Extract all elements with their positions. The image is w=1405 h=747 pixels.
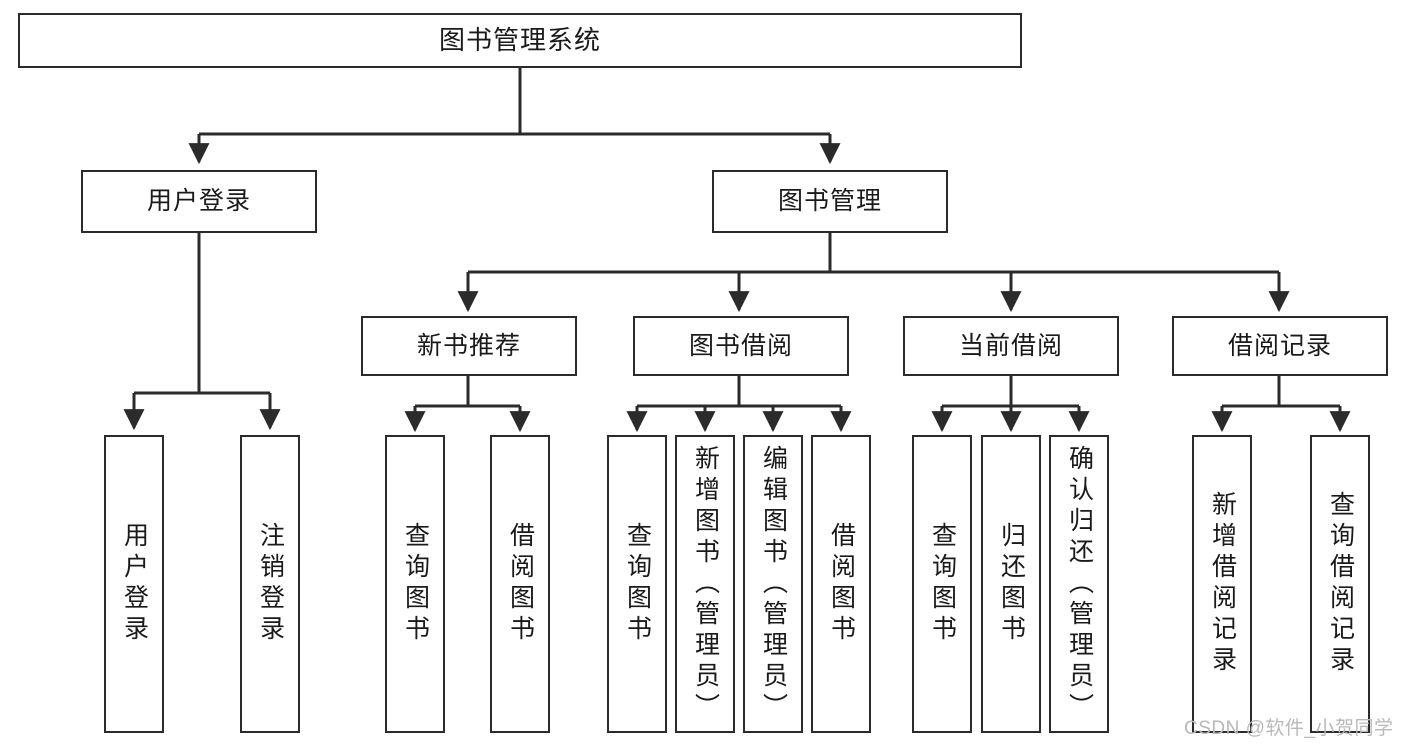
- leaf-edit-book-admin[interactable]: 编辑图书（管理员）: [743, 435, 803, 733]
- node-label: 新书推荐: [416, 331, 521, 360]
- leaf-user-login[interactable]: 用户登录: [104, 435, 164, 733]
- leaf-confirm-return-admin[interactable]: 确认归还（管理员）: [1049, 435, 1109, 733]
- node-label: 当前借阅: [958, 331, 1063, 360]
- leaf-query-borrow-record[interactable]: 查询借阅记录: [1310, 435, 1370, 733]
- node-label: 用户登录: [146, 187, 251, 216]
- leaf-borrow-book-borrow[interactable]: 借阅图书: [811, 435, 871, 733]
- node-label: 注销登录: [256, 522, 285, 646]
- node-label: 借阅记录: [1227, 331, 1332, 360]
- leaf-add-book-admin[interactable]: 新增图书（管理员）: [675, 435, 735, 733]
- leaf-return-book[interactable]: 归还图书: [981, 435, 1041, 733]
- csdn-watermark: CSDN @软件_小贺同学: [1184, 718, 1394, 739]
- node-book-manage[interactable]: 图书管理: [712, 170, 948, 233]
- node-root-system[interactable]: 图书管理系统: [18, 13, 1022, 68]
- node-label: 图书借阅: [688, 331, 793, 360]
- node-label: 新增借阅记录: [1208, 491, 1237, 677]
- node-label: 查询图书: [623, 522, 652, 646]
- node-current-borrow[interactable]: 当前借阅: [903, 316, 1119, 376]
- node-label: 查询图书: [928, 522, 957, 646]
- node-label: 归还图书: [997, 522, 1026, 646]
- node-label: 图书管理系统: [438, 24, 601, 55]
- node-borrow-record[interactable]: 借阅记录: [1172, 316, 1388, 376]
- leaf-query-book-current[interactable]: 查询图书: [912, 435, 972, 733]
- node-label: 借阅图书: [827, 522, 856, 646]
- node-label: 编辑图书（管理员）: [759, 445, 788, 724]
- leaf-query-book-borrow[interactable]: 查询图书: [607, 435, 667, 733]
- node-new-book-recommend[interactable]: 新书推荐: [361, 316, 577, 376]
- node-label: 新增图书（管理员）: [691, 445, 720, 724]
- leaf-borrow-book-new[interactable]: 借阅图书: [490, 435, 550, 733]
- leaf-query-book-new[interactable]: 查询图书: [385, 435, 445, 733]
- node-label: 图书管理: [777, 187, 882, 216]
- node-label: 借阅图书: [506, 522, 535, 646]
- node-label: 用户登录: [120, 522, 149, 646]
- node-book-borrow[interactable]: 图书借阅: [633, 316, 849, 376]
- leaf-logout-login[interactable]: 注销登录: [240, 435, 300, 733]
- leaf-add-borrow-record[interactable]: 新增借阅记录: [1192, 435, 1252, 733]
- node-user-login[interactable]: 用户登录: [81, 170, 317, 233]
- node-label: 确认归还（管理员）: [1065, 445, 1094, 724]
- node-label: 查询图书: [401, 522, 430, 646]
- node-label: 查询借阅记录: [1326, 491, 1355, 677]
